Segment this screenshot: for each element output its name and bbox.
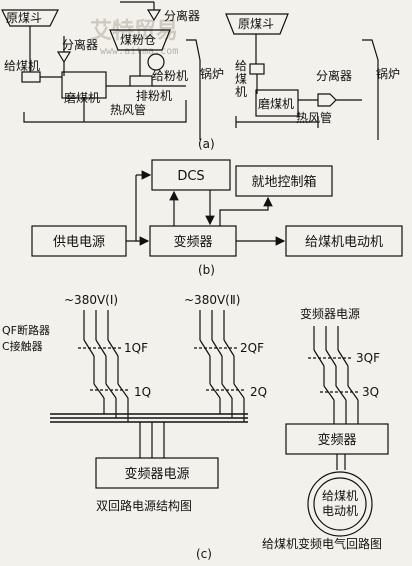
label-mill-left: 磨煤机 — [64, 91, 100, 105]
caption-c-left: 双回路电源结构图 — [96, 498, 192, 513]
label-mill-right: 磨煤机 — [258, 97, 294, 111]
label-feeder-left: 给煤机 — [4, 59, 40, 73]
coal-bin — [109, 29, 171, 51]
caption-c-right: 给煤机变频电气回路图 — [262, 536, 382, 551]
label-feeder-right-1: 给 — [235, 59, 247, 73]
label-motor-line1: 给煤机 — [322, 489, 358, 503]
label-hot-air-left: 热风管 — [110, 102, 146, 117]
raw-hopper-right — [225, 13, 289, 35]
mill-right — [255, 89, 299, 117]
breaker-group-1 — [78, 310, 130, 410]
label-vfd-c: 变频器 — [317, 432, 356, 448]
panel-a-labels: 原煤斗 分离器 分离器 煤粉仓 给煤机 磨煤机 给粉机 排粉机 热风管 锅炉 原… — [4, 8, 400, 151]
motor-circle-inner — [313, 477, 367, 531]
label-motor-line2: 电动机 — [322, 504, 358, 518]
label-feeder-right-2: 煤 — [235, 72, 247, 86]
caption-a: (a) — [198, 137, 215, 151]
label-powder-feeder: 给粉机 — [152, 69, 188, 83]
label-coal-bin: 煤粉仓 — [120, 33, 156, 47]
panel-c — [50, 310, 389, 537]
feeder-right — [249, 63, 265, 75]
panel-a — [1, 1, 379, 140]
label-separator-left-mid: 分离器 — [62, 37, 98, 52]
watermark: 艾特贸易 www.aitma.com — [90, 18, 178, 57]
label-3q: 3Q — [362, 385, 379, 399]
caption-c: (c) — [196, 547, 212, 561]
raw-hopper-left — [1, 9, 59, 27]
label-local-box: 就地控制箱 — [251, 174, 316, 190]
label-src2: ~380V(Ⅱ) — [184, 293, 240, 307]
label-boiler-right: 锅炉 — [376, 66, 400, 81]
label-separator-right: 分离器 — [316, 68, 352, 83]
panel-c-labels: ~380V(Ⅰ) ~380V(Ⅱ) 变频器电源 QF断路器 C接触器 1QF 1… — [2, 293, 382, 561]
breaker-group-2 — [194, 310, 246, 410]
panel-b-labels: DCS 就地控制箱 供电电源 变频器 给煤机电动机 (b) — [53, 169, 383, 277]
exhaust-fan — [147, 53, 165, 71]
watermark-url: www.aitma.com — [100, 46, 178, 57]
caption-b: (b) — [198, 263, 215, 277]
powder-feeder-box — [129, 75, 153, 87]
feeder-left — [21, 71, 41, 83]
label-3qf: 3QF — [356, 351, 380, 365]
hot-air-left — [23, 100, 187, 123]
local-control-box — [235, 165, 333, 197]
boiler-right — [362, 39, 379, 140]
vfd-power-box — [95, 457, 219, 489]
label-feeder-right-3: 机 — [235, 85, 247, 99]
dcs-box — [151, 159, 231, 191]
separator-right — [317, 93, 337, 107]
label-boiler-left: 锅炉 — [200, 66, 224, 81]
panel-b — [31, 159, 403, 257]
label-motor-b: 给煤机电动机 — [305, 235, 383, 250]
label-hot-air-right: 热风管 — [296, 110, 332, 125]
motor-box-b — [285, 225, 403, 257]
label-vfd-power-box: 变频器电源 — [124, 466, 189, 482]
label-2q: 2Q — [250, 385, 267, 399]
label-vfd-power-top: 变频器电源 — [300, 306, 360, 321]
separator-left-mid — [56, 51, 72, 64]
motor-circle-outer — [307, 471, 373, 537]
label-power: 供电电源 — [53, 235, 105, 250]
label-2qf: 2QF — [240, 341, 264, 355]
label-feeder-right: 给 煤 机 — [235, 59, 251, 99]
label-exhaust-fan: 排粉机 — [136, 89, 172, 103]
breaker-group-3 — [308, 326, 360, 424]
boiler-left — [186, 39, 201, 140]
label-vfd-b: 变频器 — [173, 234, 212, 250]
watermark-text: 艾特贸易 — [90, 18, 178, 44]
label-c: C接触器 — [2, 339, 43, 353]
label-separator-left-top: 分离器 — [164, 8, 200, 23]
label-dcs: DCS — [177, 169, 204, 184]
label-raw-hopper-right: 原煤斗 — [238, 17, 274, 31]
label-1q: 1Q — [134, 385, 151, 399]
label-src1: ~380V(Ⅰ) — [64, 293, 118, 307]
label-qf: QF断路器 — [2, 323, 50, 337]
label-raw-hopper-left: 原煤斗 — [6, 11, 42, 25]
label-1qf: 1QF — [124, 341, 148, 355]
